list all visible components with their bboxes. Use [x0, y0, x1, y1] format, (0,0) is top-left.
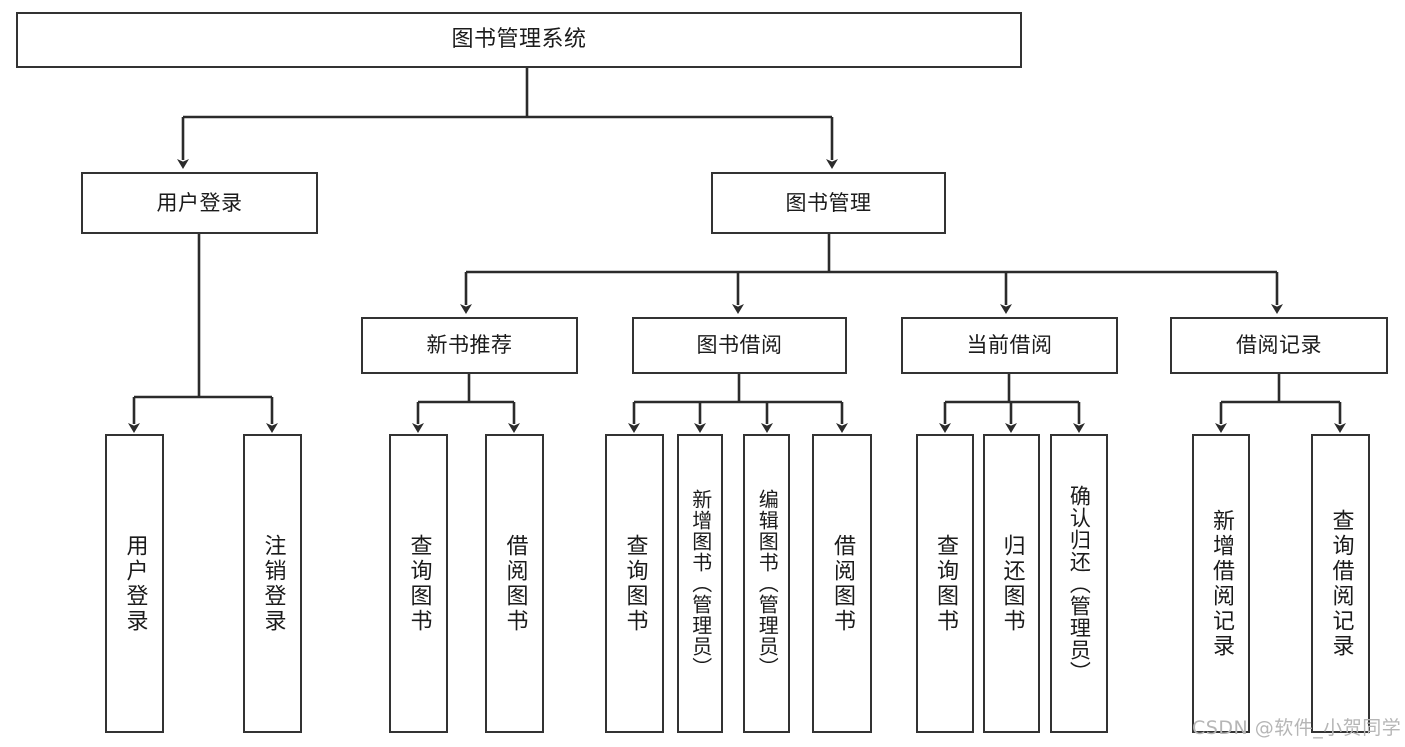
- node-leaf-add-record[interactable]: 新增借阅记录: [1192, 434, 1250, 733]
- node-user-login[interactable]: 用户登录: [81, 172, 318, 234]
- node-label: 图书借阅: [696, 333, 783, 358]
- node-leaf-query-book-1[interactable]: 查询图书: [389, 434, 448, 733]
- node-label: 新书推荐: [426, 333, 513, 358]
- node-leaf-logout[interactable]: 注销登录: [243, 434, 302, 733]
- node-label: 注销登录: [260, 533, 286, 634]
- node-leaf-query-record[interactable]: 查询借阅记录: [1311, 434, 1370, 733]
- node-label: 查询图书: [622, 533, 648, 634]
- node-leaf-borrow-book-2[interactable]: 借阅图书: [812, 434, 872, 733]
- node-label: 确认归还（管理员）: [1067, 484, 1092, 683]
- node-leaf-query-book-2[interactable]: 查询图书: [605, 434, 664, 733]
- node-leaf-edit-book[interactable]: 编辑图书（管理员）: [743, 434, 790, 733]
- node-label: 查询图书: [406, 533, 432, 634]
- node-borrow-record[interactable]: 借阅记录: [1170, 317, 1388, 374]
- node-new-book-recommend[interactable]: 新书推荐: [361, 317, 578, 374]
- node-current-borrow[interactable]: 当前借阅: [901, 317, 1118, 374]
- node-label: 归还图书: [999, 533, 1025, 634]
- node-leaf-user-login[interactable]: 用户登录: [105, 434, 164, 733]
- node-leaf-return-book[interactable]: 归还图书: [983, 434, 1040, 733]
- node-label: 用户登录: [156, 190, 243, 215]
- node-label: 当前借阅: [966, 333, 1053, 358]
- node-label: 图书管理系统: [451, 27, 587, 53]
- node-label: 新增图书（管理员）: [688, 489, 713, 678]
- node-label: 借阅图书: [829, 533, 855, 634]
- node-leaf-add-book[interactable]: 新增图书（管理员）: [677, 434, 723, 733]
- node-book-borrow[interactable]: 图书借阅: [632, 317, 847, 374]
- node-label: 查询借阅记录: [1328, 508, 1354, 659]
- node-label: 用户登录: [122, 533, 148, 634]
- node-label: 图书管理: [785, 190, 872, 215]
- node-label: 查询图书: [932, 533, 958, 634]
- node-label: 新增借阅记录: [1208, 508, 1234, 659]
- node-leaf-query-book-3[interactable]: 查询图书: [916, 434, 974, 733]
- node-leaf-confirm-return[interactable]: 确认归还（管理员）: [1050, 434, 1108, 733]
- node-root-system[interactable]: 图书管理系统: [16, 12, 1022, 68]
- node-label: 编辑图书（管理员）: [755, 489, 780, 678]
- watermark: CSDN @软件_小贺同学: [1192, 717, 1402, 739]
- node-label: 借阅图书: [502, 533, 528, 634]
- node-leaf-borrow-book-1[interactable]: 借阅图书: [485, 434, 544, 733]
- node-label: 借阅记录: [1236, 333, 1322, 358]
- node-book-manage[interactable]: 图书管理: [711, 172, 946, 234]
